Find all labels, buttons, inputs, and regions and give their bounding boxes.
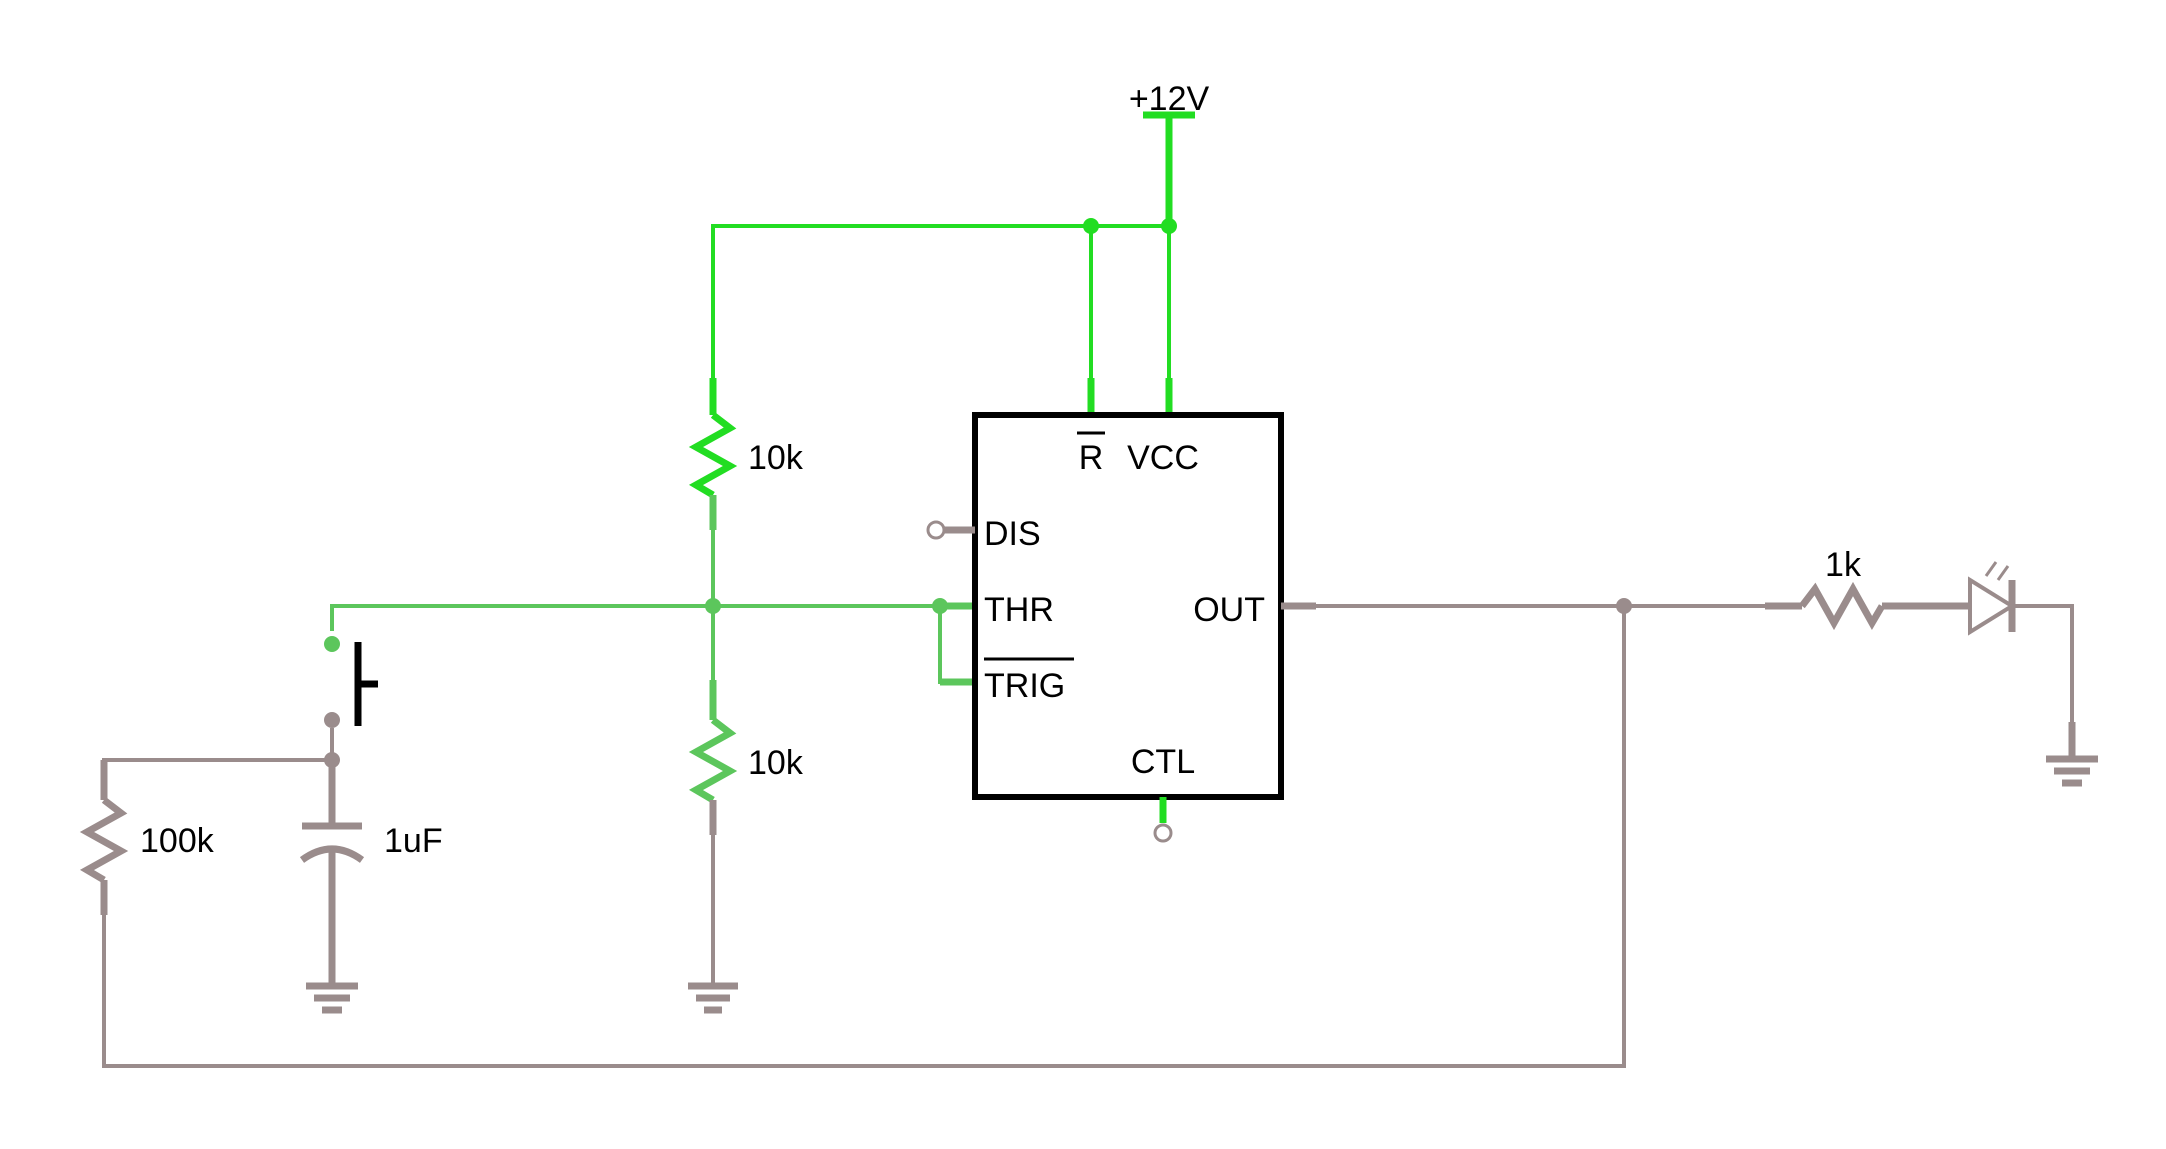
resistor-icon [1799,581,1886,631]
capacitor-1uf[interactable]: 1uF [299,760,443,985]
resistor-top-10k[interactable]: 10k [688,378,804,530]
ground-icon [688,982,738,1014]
supply-wire-top [711,224,1169,415]
pin-label-trig: TRIG [984,667,1065,705]
junction-dot [1083,218,1099,234]
threshold-net [324,530,975,686]
switch-terminal [324,636,340,652]
ground-icon [2046,755,2098,787]
led-ground-wire [2012,604,2074,760]
pin-label-dis: DIS [984,515,1041,553]
resistor-top-value: 10k [748,439,804,477]
capacitor-value: 1uF [384,822,443,860]
output-net [1281,598,1765,614]
led-emission-ray [1996,565,2010,581]
junction-dot [1616,598,1632,614]
ic-icon [972,412,1284,800]
led-icon [1968,576,2016,636]
pin-label-reset: R [1079,439,1104,477]
ic-555[interactable]: R VCC DIS THR TRIG OUT CTL [972,412,1284,800]
resistor-led-1k[interactable]: 1k [1765,546,1918,631]
led[interactable] [1918,561,2076,760]
dis-pin [926,520,975,540]
trig-wire [938,606,975,684]
ground-icon [306,982,358,1014]
led-emission-ray [1984,561,1998,577]
supply-12v[interactable]: +12V [1129,80,1210,225]
push-button-switch[interactable] [324,642,378,728]
supply-net [711,218,1177,415]
ctl-pin [1153,797,1173,843]
junction-dot [932,598,948,614]
pin-label-thr: THR [984,591,1054,629]
resistor-led-value: 1k [1825,546,1862,584]
pin-label-vcc: VCC [1127,439,1199,477]
timing-wire [102,758,332,800]
junction-dot [1161,218,1177,234]
supply-label: +12V [1129,80,1210,118]
resistor-timing-100k[interactable]: 100k [79,760,215,915]
resistor-bottom-10k[interactable]: 10k [688,680,804,985]
resistor-icon [79,797,129,884]
resistor-icon [688,412,738,499]
pin-label-ctl: CTL [1131,743,1195,781]
resistor-bottom-value: 10k [748,744,804,782]
resistor-timing-value: 100k [140,822,215,860]
pin-label-out: OUT [1193,591,1265,629]
junction-dot [705,598,721,614]
feedback-wire [102,609,1626,1068]
thr-wire [330,604,940,631]
switch-terminal [324,712,340,728]
resistor-icon [688,717,738,804]
